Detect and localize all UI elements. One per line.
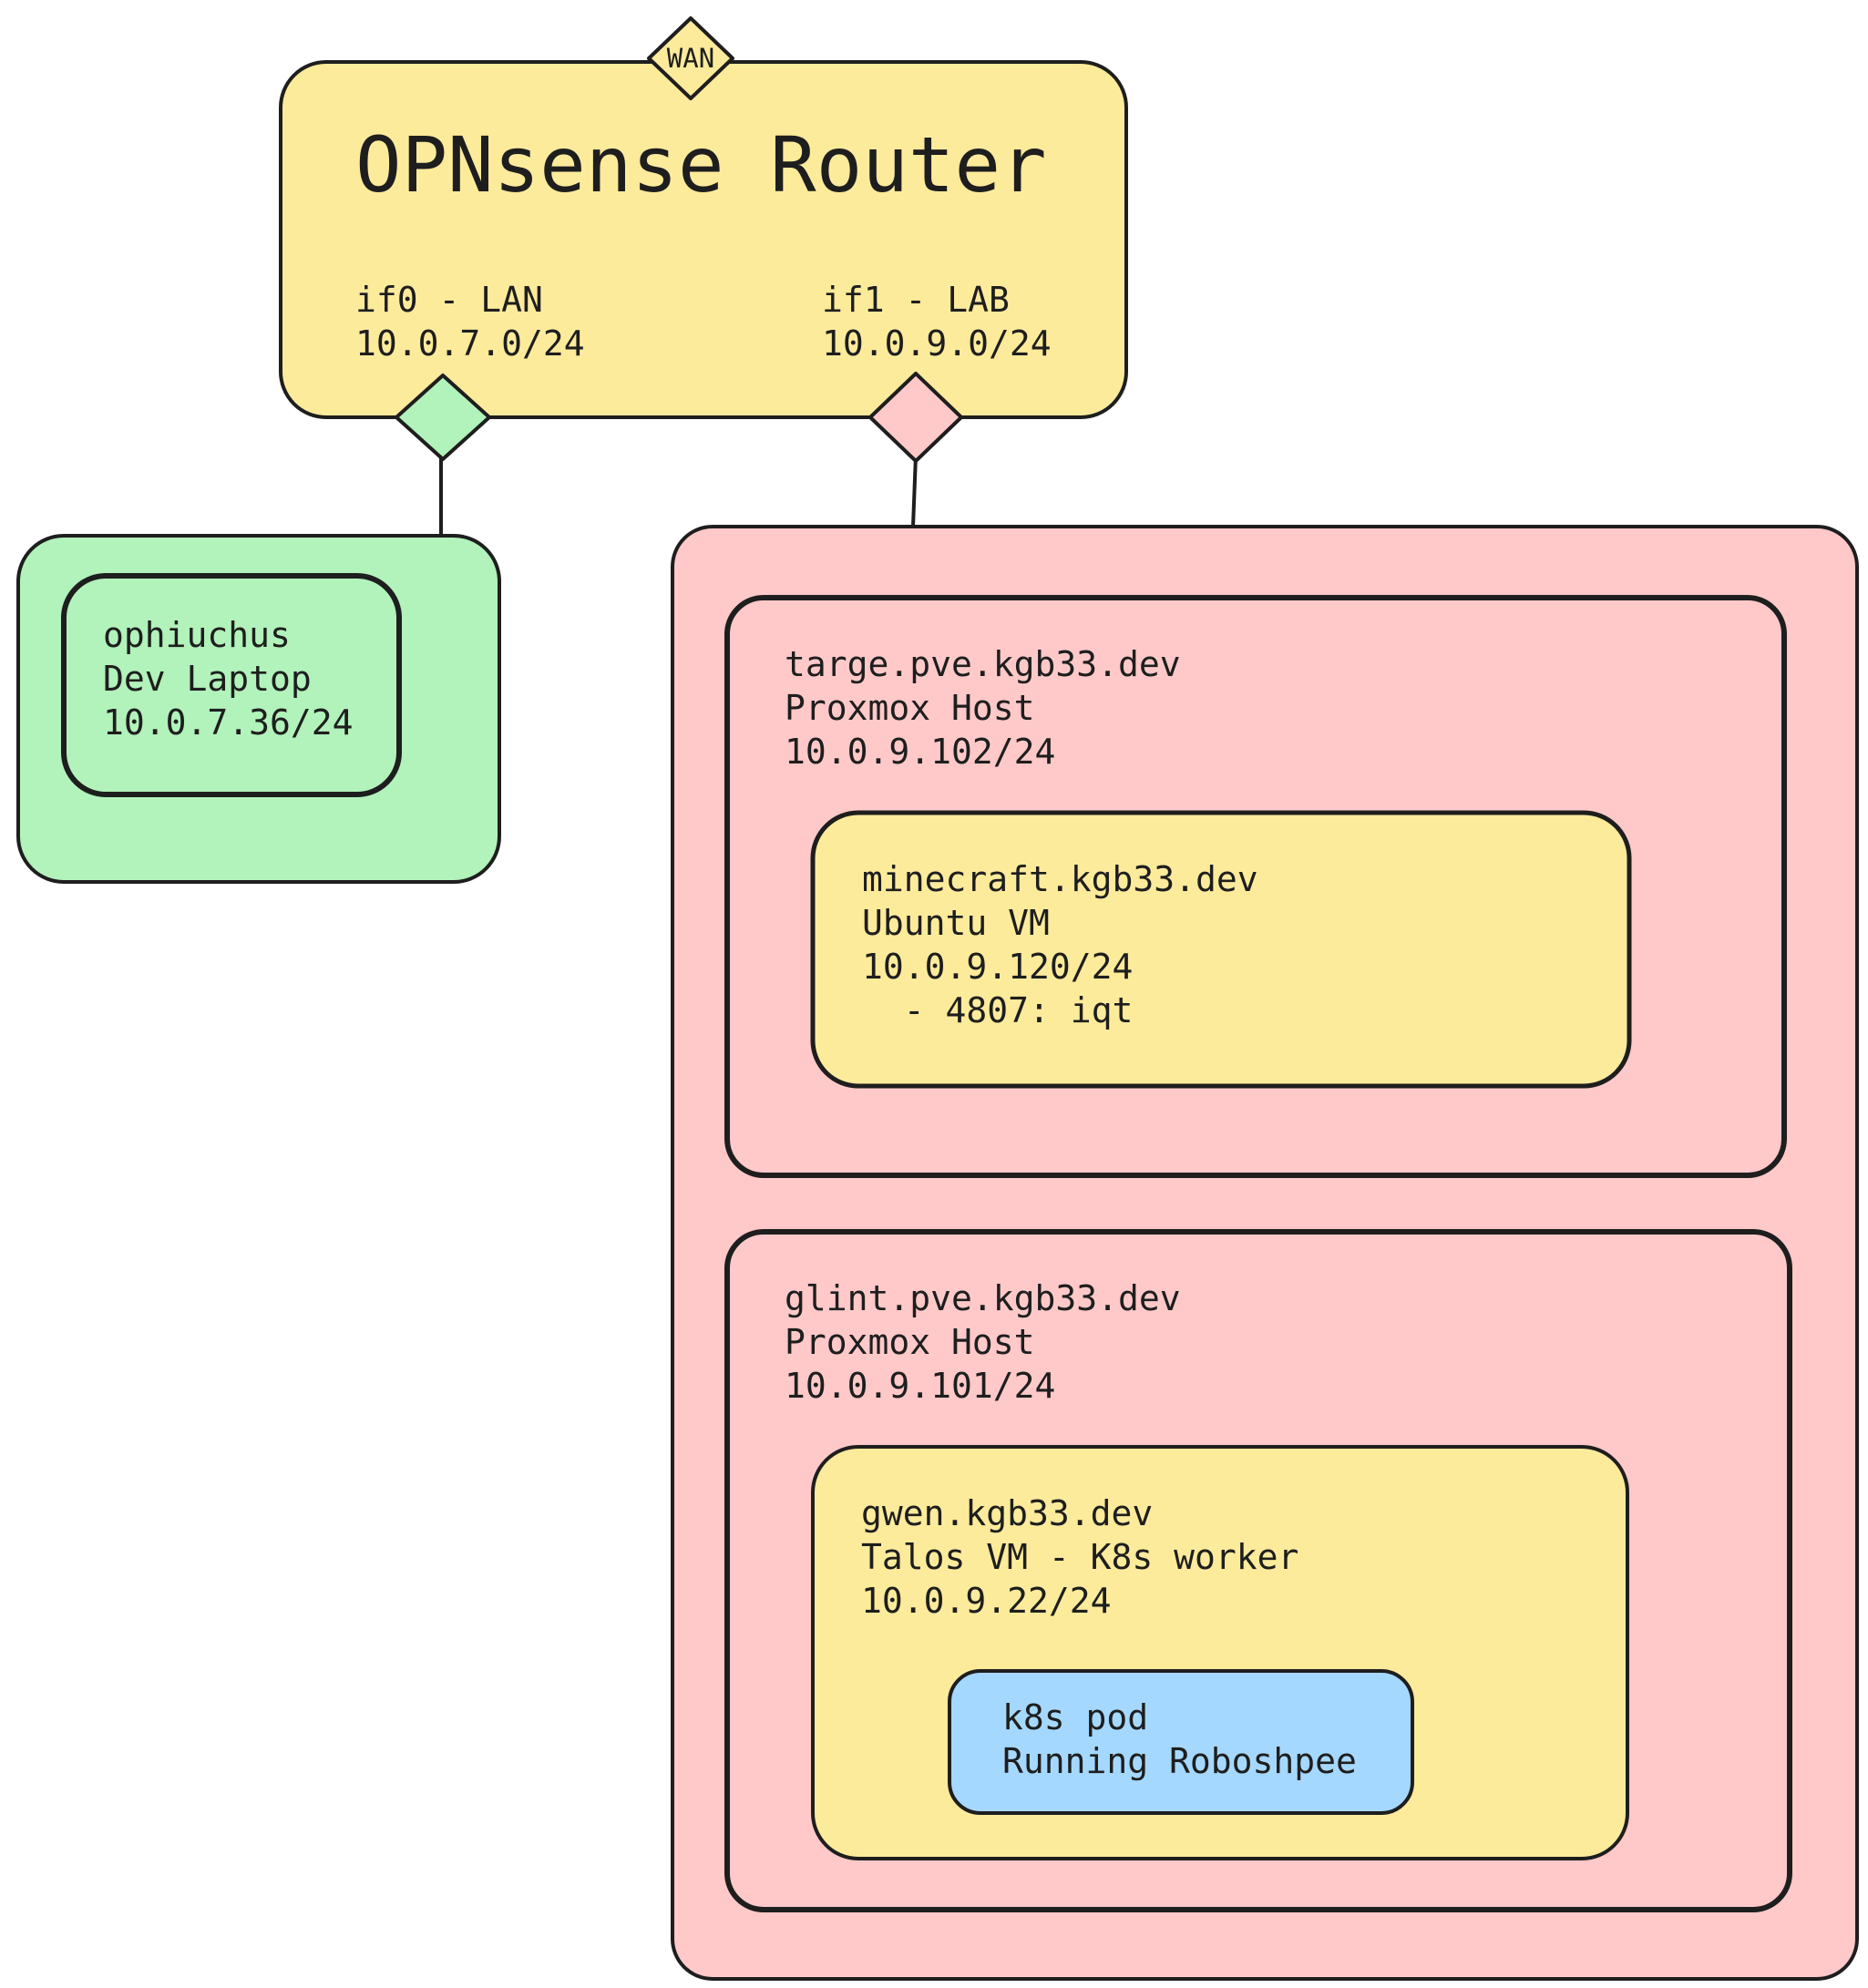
gwen-ip: 10.0.9.22/24 [861, 1581, 1112, 1621]
if0-name: if0 - LAN [355, 280, 543, 320]
wan-label: WAN [667, 43, 714, 74]
gwen-hostname: gwen.kgb33.dev [861, 1493, 1153, 1533]
laptop-hostname: ophiuchus [103, 615, 291, 655]
glint-host: glint.pve.kgb33.dev Proxmox Host 10.0.9.… [724, 1229, 1792, 1912]
targe-host: targe.pve.kgb33.dev Proxmox Host 10.0.9.… [724, 595, 1787, 1178]
wan-port: WAN [647, 16, 734, 100]
pod-app: Running Roboshpee [1002, 1741, 1357, 1781]
laptop-ip: 10.0.7.36/24 [103, 702, 354, 743]
if1-subnet: 10.0.9.0/24 [822, 323, 1052, 364]
laptop-box [61, 573, 402, 797]
lab-port-diamond [868, 372, 963, 463]
laptop-role: Dev Laptop [103, 659, 312, 699]
router-node: OPNsense Router if0 - LAN 10.0.7.0/24 if… [279, 60, 1128, 419]
minecraft-hostname: minecraft.kgb33.dev [862, 859, 1258, 899]
lab-network: targe.pve.kgb33.dev Proxmox Host 10.0.9.… [671, 525, 1859, 1981]
router-box [279, 60, 1128, 419]
lan-port-diamond [395, 374, 491, 461]
if0-subnet: 10.0.7.0/24 [355, 323, 585, 364]
k8s-pod: k8s pod Running Roboshpee [948, 1669, 1414, 1815]
gwen-os: Talos VM - K8s worker [861, 1537, 1298, 1577]
targe-hostname: targe.pve.kgb33.dev [785, 644, 1181, 684]
k8s-pod-box [948, 1669, 1414, 1815]
gwen-vm: gwen.kgb33.dev Talos VM - K8s worker 10.… [811, 1445, 1629, 1860]
lan-network: ophiuchus Dev Laptop 10.0.7.36/24 [16, 534, 501, 884]
pod-type: k8s pod [1002, 1697, 1148, 1737]
targe-ip: 10.0.9.102/24 [785, 732, 1055, 772]
wan-diamond [647, 16, 734, 100]
glint-role: Proxmox Host [785, 1322, 1035, 1362]
glint-hostname: glint.pve.kgb33.dev [785, 1278, 1181, 1318]
if1-name: if1 - LAB [822, 280, 1010, 320]
router-title: OPNsense Router [355, 120, 1047, 210]
lab-connector-line [911, 455, 918, 528]
minecraft-vm: minecraft.kgb33.dev Ubuntu VM 10.0.9.120… [810, 810, 1632, 1089]
glint-ip: 10.0.9.101/24 [785, 1366, 1055, 1406]
targe-role: Proxmox Host [785, 688, 1035, 728]
minecraft-ip: 10.0.9.120/24 [862, 947, 1133, 987]
minecraft-port-item: - 4807: iqt [862, 990, 1133, 1030]
laptop-node: ophiuchus Dev Laptop 10.0.7.36/24 [61, 573, 402, 797]
minecraft-vm-box [810, 810, 1632, 1089]
minecraft-os: Ubuntu VM [862, 903, 1050, 943]
